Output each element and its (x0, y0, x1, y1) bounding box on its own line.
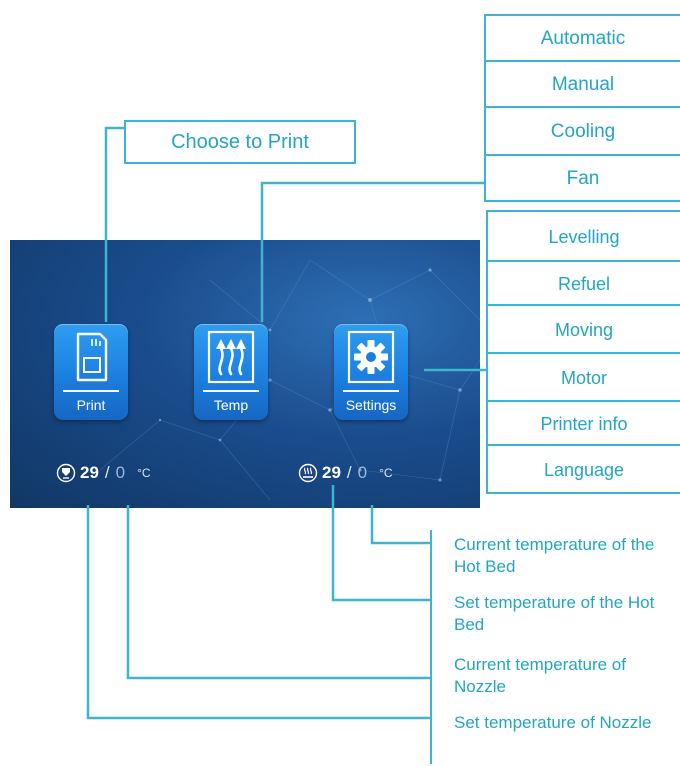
nozzle-set-temp-annotation: Set temperature of Nozzle (430, 706, 680, 764)
hot-bed-icon (298, 463, 318, 483)
tile-divider (343, 390, 399, 392)
settings-label: Settings (345, 397, 397, 413)
temp-menu-item: Manual (484, 60, 680, 108)
bed-current-temp-annotation: Current temperature of the Hot Bed (430, 530, 680, 586)
temp-menu-item: Automatic (484, 14, 680, 62)
bed-separator: / (346, 463, 352, 482)
settings-menu-item: Language (486, 444, 680, 494)
nozzle-icon (56, 463, 76, 483)
network-background (99, 259, 480, 501)
tile-divider (63, 390, 119, 392)
bed-temperature: 29 / 0 °C (298, 462, 393, 484)
choose-to-print-callout: Choose to Print (124, 120, 356, 164)
print-label: Print (76, 397, 106, 413)
tile-divider (203, 390, 259, 392)
temp-button[interactable]: Temp (194, 324, 268, 420)
settings-button[interactable]: Settings (334, 324, 408, 420)
nozzle-set-temp: 0 (115, 463, 126, 482)
nozzle-temperature: 29 / 0 °C (56, 462, 151, 484)
nozzle-current-temp: 29 (80, 463, 99, 482)
print-button[interactable]: Print (54, 324, 128, 420)
temp-menu-item: Cooling (484, 106, 680, 156)
nozzle-current-temp-annotation: Current temperature of Nozzle (430, 648, 680, 706)
settings-menu-item: Motor (486, 352, 680, 402)
bed-set-temp-annotation: Set temperature of the Hot Bed (430, 586, 680, 648)
bed-set-temp: 0 (357, 463, 368, 482)
temp-menu-item: Fan (484, 154, 680, 202)
temp-label: Temp (213, 397, 249, 413)
bed-unit: °C (379, 466, 393, 480)
bed-current-temp: 29 (322, 463, 341, 482)
settings-menu-item: Levelling (486, 210, 680, 262)
printer-screen: Print Temp (10, 240, 480, 508)
nozzle-separator: / (104, 463, 110, 482)
settings-menu-item: Printer info (486, 400, 680, 446)
settings-menu-item: Refuel (486, 260, 680, 306)
sd-card-icon (76, 332, 108, 382)
heat-arrows-icon (207, 330, 255, 384)
nozzle-unit: °C (137, 466, 151, 480)
settings-menu-item: Moving (486, 304, 680, 354)
gear-icon (347, 330, 395, 384)
